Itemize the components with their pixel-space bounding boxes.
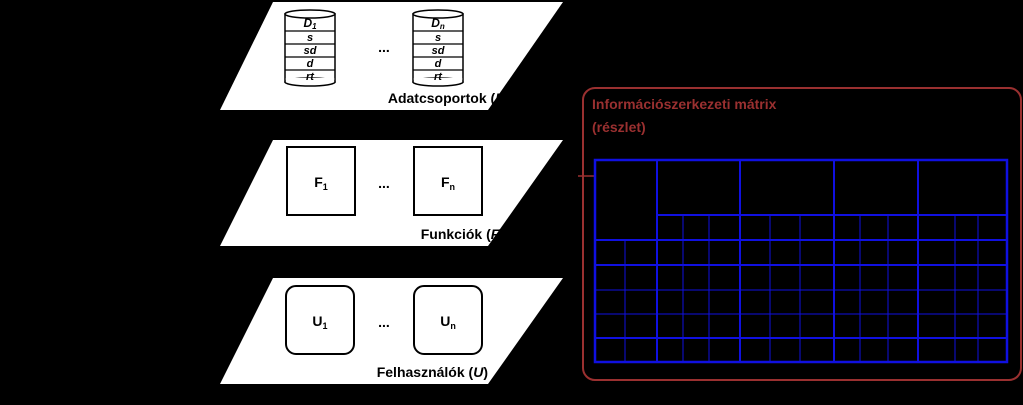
function-layer-label: Funkciók (F)	[421, 226, 504, 242]
user-first-box	[285, 285, 355, 355]
function-layer-plane	[220, 140, 563, 246]
data-group-last: Dn s sd d rt	[412, 9, 464, 87]
user-layer-label: Felhasználók (U)	[377, 364, 488, 380]
field-label: rt	[434, 71, 443, 83]
function-last-title: F	[441, 174, 450, 190]
data-group-last-sub: n	[440, 22, 445, 31]
data-group-last-title: D	[431, 16, 440, 30]
data-group-first-sub: 1	[312, 22, 317, 31]
function-first-title: F	[314, 174, 323, 190]
field-label: rt	[306, 71, 315, 83]
field-label: sd	[432, 45, 445, 57]
function-first-box	[286, 146, 356, 216]
data-group-first: D1 s sd d rt	[284, 9, 336, 87]
svg-text:Dn: Dn	[431, 16, 445, 31]
field-label: sd	[304, 45, 317, 57]
user-last-box	[413, 285, 483, 355]
svg-text:Un: Un	[440, 313, 456, 331]
field-label: s	[435, 32, 441, 44]
user-ellipsis: ...	[378, 314, 390, 330]
function-last-box	[413, 146, 483, 216]
matrix-title: Információszerkezeti mátrix	[592, 96, 777, 112]
svg-text:D1: D1	[303, 16, 317, 31]
data-layer-label: Adatcsoportok (D)	[388, 90, 510, 106]
svg-text:F1: F1	[314, 174, 328, 192]
matrix-grid	[593, 158, 1009, 364]
user-last-title: U	[440, 313, 450, 329]
svg-text:Fn: Fn	[441, 174, 455, 192]
matrix-frame	[582, 87, 1022, 381]
field-label: d	[435, 58, 442, 70]
user-first-title: U	[312, 313, 322, 329]
matrix-grid-border	[593, 158, 1009, 364]
function-ellipsis: ...	[378, 175, 390, 191]
user-layer: U1 ... Un Felhasználók (U)	[220, 278, 563, 384]
matrix-subtitle: (részlet)	[592, 119, 646, 135]
info-matrix: Információszerkezeti mátrix (részlet)	[578, 87, 1022, 381]
data-group-first-title: D	[303, 16, 312, 30]
svg-text:U1: U1	[312, 313, 327, 331]
data-ellipsis: ...	[378, 39, 390, 55]
field-label: s	[307, 32, 313, 44]
field-label: d	[307, 58, 314, 70]
data-layer: D1 s sd d rt ... Dn s sd d rt	[220, 2, 563, 110]
function-layer: F1 ... Fn Funkciók (F)	[220, 140, 563, 246]
